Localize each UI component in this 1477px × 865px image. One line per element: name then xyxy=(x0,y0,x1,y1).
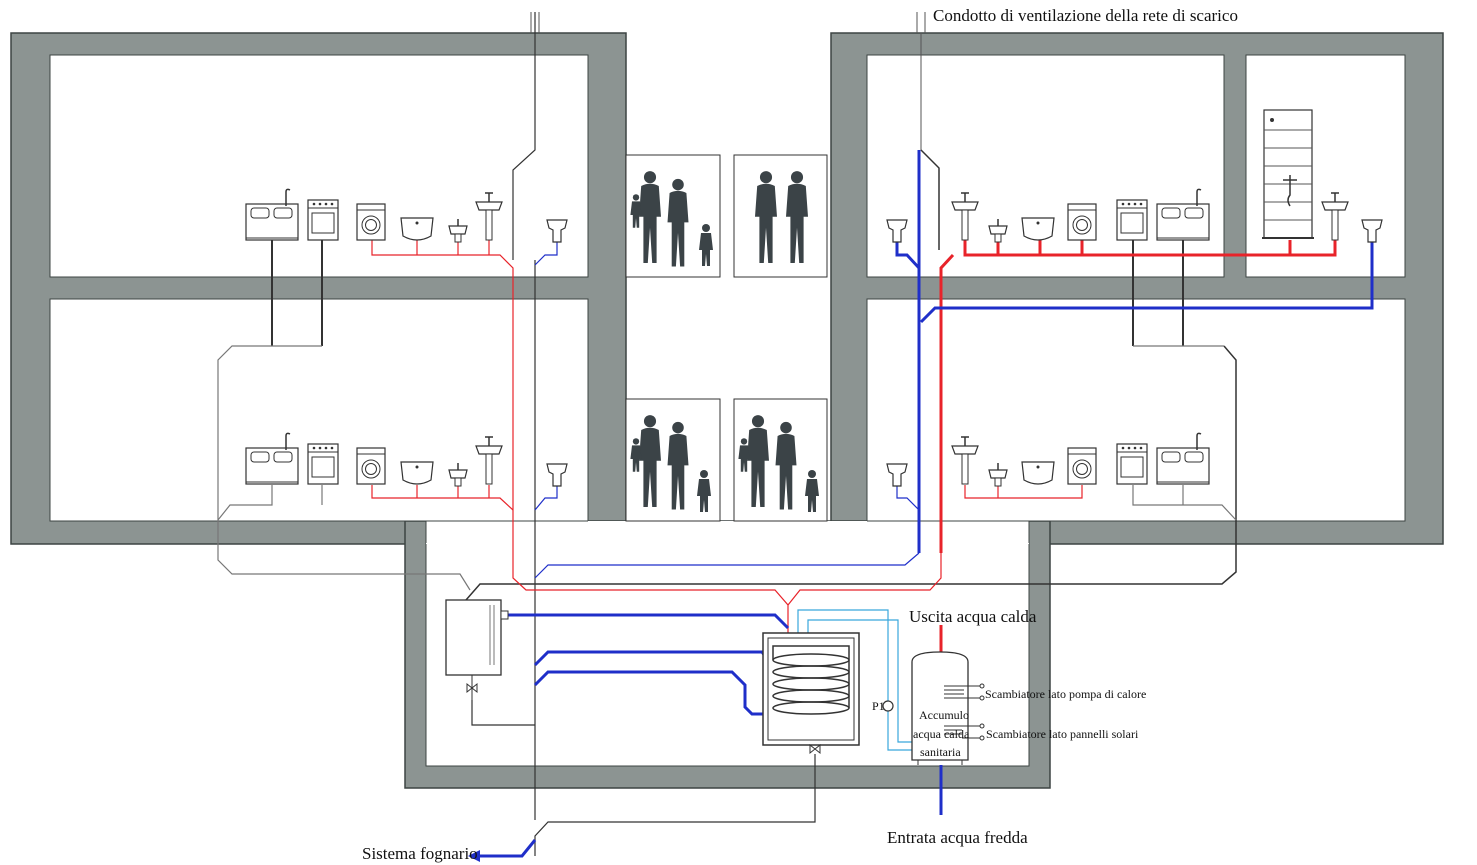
boiler-unit xyxy=(445,599,509,700)
shower-icon xyxy=(1262,109,1314,239)
vent-ducts xyxy=(530,12,926,150)
heat-pump-exchanger-label: Scambiatore lato pompa di calore xyxy=(985,687,1146,701)
tank-label-line2: acqua calda xyxy=(913,727,970,741)
drain-lines xyxy=(217,12,1237,856)
building-walls xyxy=(10,32,1444,789)
tank-label-line3: sanitaria xyxy=(920,745,961,759)
bidet-icon xyxy=(400,217,434,241)
cold-water-in-label: Entrata acqua fredda xyxy=(887,828,1028,847)
washing-machine-icon xyxy=(1067,203,1097,241)
washing-machine-icon xyxy=(1067,447,1097,485)
room-left-upper xyxy=(49,54,589,278)
pump-p1: P1 xyxy=(872,699,894,713)
cold-water-lines xyxy=(468,150,1374,862)
bidet-icon xyxy=(1021,217,1055,241)
oven-icon xyxy=(1116,199,1148,241)
oven-icon xyxy=(307,199,339,241)
sewer-label: Sistema fognario xyxy=(362,844,478,863)
washing-machine-icon xyxy=(356,447,386,485)
people-panels xyxy=(625,154,828,522)
vent-duct-label: Condotto di ventilazione della rete di s… xyxy=(933,6,1238,25)
room-right-lower xyxy=(866,298,1406,522)
oven-icon xyxy=(1116,443,1148,485)
washing-machine-icon xyxy=(356,203,386,241)
hot-water-out-label: Uscita acqua calda xyxy=(909,607,1037,626)
oven-icon xyxy=(307,443,339,485)
bidet-icon xyxy=(400,461,434,485)
storage-tank: Accumulo acqua calda sanitaria xyxy=(911,651,985,765)
room-left-lower xyxy=(49,298,589,522)
hot-water-lines xyxy=(371,240,1337,655)
pump-label: P1 xyxy=(872,699,885,713)
fixtures-right-upper xyxy=(886,109,1383,243)
tank-label-line1: Accumulo xyxy=(919,708,969,722)
solar-exchanger-label: Scambiatore lato pannelli solari xyxy=(986,727,1139,741)
heat-exchanger-tank xyxy=(762,632,860,755)
bidet-icon xyxy=(1021,461,1055,485)
